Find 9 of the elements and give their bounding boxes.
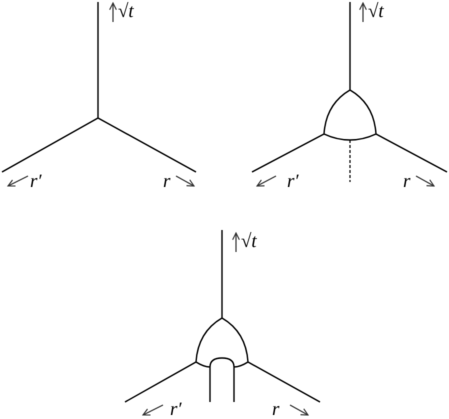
- math-label: r′: [30, 172, 42, 192]
- math-label: r′: [287, 172, 299, 192]
- math-label: r: [403, 172, 410, 192]
- math-label: √t: [368, 2, 384, 22]
- math-label: r′: [170, 400, 182, 419]
- math-label: √t: [241, 232, 257, 252]
- math-label: r: [272, 400, 280, 419]
- math-label: r: [163, 172, 170, 192]
- math-label: √t: [118, 2, 134, 22]
